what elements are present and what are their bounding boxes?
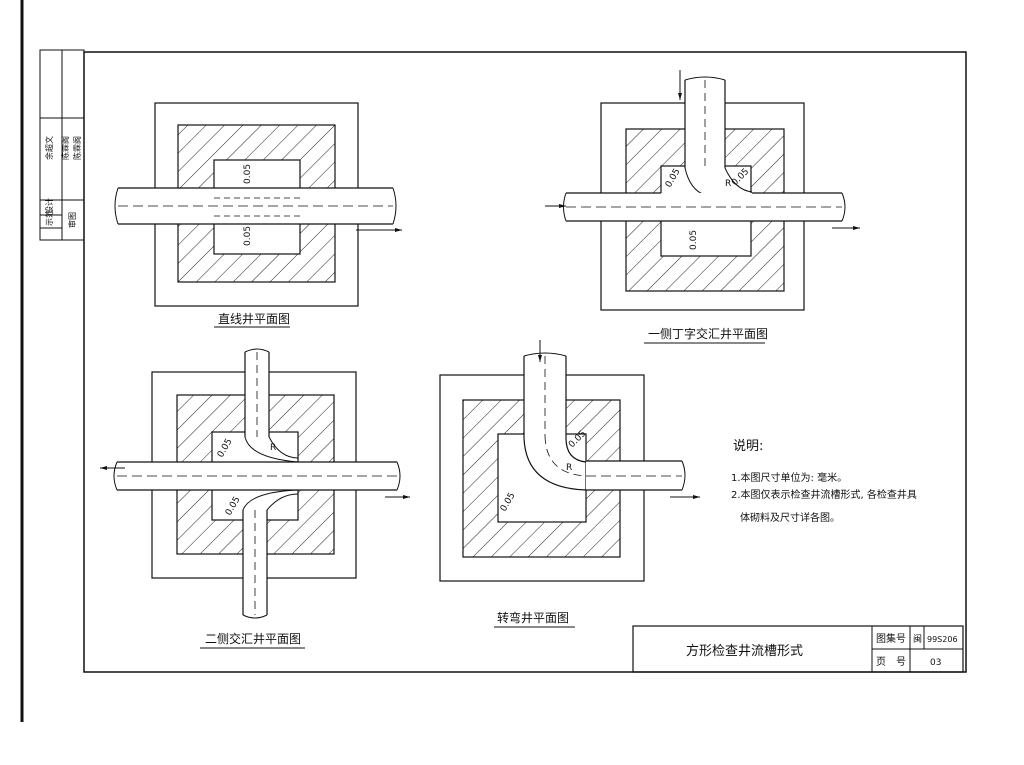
side-signoff-table: 示范 设计 审图 余超文 陈霖阁 陈霖阁 (39, 49, 85, 241)
side-table-c2-r3: 陈霖阁 (72, 136, 82, 160)
notes-item-2-line-2: 体砌料及尺寸详各图。 (740, 511, 840, 524)
bend-manhole-title: 转弯井平面图 (497, 610, 569, 625)
notes-heading: 说明: (733, 439, 763, 454)
sheet-border (83, 51, 967, 673)
bend-manhole-plan: 0.05 0.05 R 转弯井平面图 (439, 340, 700, 628)
straight-dim-top: 0.05 (243, 164, 253, 184)
cross-manhole-plan: 0.05 0.05 R 二侧交汇井平面图 (100, 348, 410, 649)
side-table-c2-r1: 余超文 (44, 136, 54, 160)
tee-radius-label: R (725, 179, 731, 189)
title-block: 方形检查井流槽形式 图集号 闽 99S206 页 号 03 (632, 625, 964, 673)
side-table-c1-r1: 示范 (44, 210, 54, 226)
title-block-drawing-name: 方形检查井流槽形式 (686, 643, 803, 659)
straight-dim-bottom: 0.05 (243, 226, 253, 246)
cross-radius-label: R (270, 443, 276, 453)
notes-item-1: 1.本图尺寸单位为: 毫米。 (731, 471, 847, 484)
straight-manhole-title: 直线井平面图 (218, 312, 290, 326)
bend-radius-label: R (566, 463, 572, 473)
side-table-c1-r3: 审图 (67, 212, 77, 228)
straight-manhole-plan: 0.05 0.05 直线井平面图 (114, 102, 402, 328)
side-table-c2-r2: 陈霖阁 (60, 136, 70, 160)
title-block-atlas-prefix: 闽 (913, 633, 922, 645)
title-block-page-label: 页 号 (876, 656, 906, 668)
notes-item-2-line-1: 2.本图仅表示检查井流槽形式, 各检查井具 (731, 488, 917, 501)
notes-block: 说明: 1.本图尺寸单位为: 毫米。 2.本图仅表示检查井流槽形式, 各检查井具… (731, 439, 917, 524)
title-block-atlas-value: 99S206 (927, 635, 958, 644)
side-table-c1-r2: 设计 (44, 198, 54, 214)
title-block-atlas-label: 图集号 (876, 632, 906, 645)
cross-manhole-title: 二侧交汇井平面图 (205, 631, 301, 646)
tee-manhole-title: 一侧丁字交汇井平面图 (648, 326, 768, 341)
title-block-page-value: 03 (930, 658, 941, 668)
tee-manhole-plan: 0.05 0.05 0.05 R 一侧丁字交汇井平面图 (545, 70, 860, 344)
tee-dim-bottom: 0.05 (689, 230, 699, 250)
